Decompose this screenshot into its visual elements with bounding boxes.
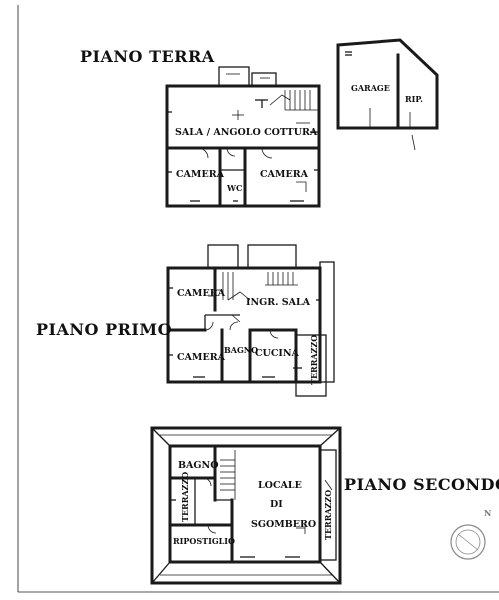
label-piano-terra: PIANO TERRA [80, 47, 215, 66]
room-camera-first-1: CAMERA [177, 288, 226, 299]
second-floor-outline [150, 426, 342, 585]
compass-icon [450, 524, 486, 560]
room-rip: RIP. [405, 94, 423, 104]
room-terrazzo-second-right: TERRAZZO [323, 490, 333, 540]
room-ripostiglio: RIPOSTIGLIO [173, 536, 235, 546]
second-floor-terrace [319, 449, 337, 561]
ground-stair [269, 90, 318, 111]
compass-north-label: N [484, 508, 491, 518]
first-floor-plan [166, 244, 335, 397]
page-border [17, 5, 499, 593]
ground-floor-outline [165, 84, 321, 208]
room-garage: GARAGE [351, 83, 390, 93]
room-bagno-second: BAGNO [178, 460, 218, 471]
room-di: DI [270, 499, 283, 510]
label-piano-secondo: PIANO SECONDO [344, 475, 499, 494]
room-cucina: CUCINA [255, 348, 300, 359]
ground-floor-plan [165, 66, 321, 208]
label-piano-primo: PIANO PRIMO [36, 320, 172, 339]
room-sala-cottura: SALA / ANGOLO COTTURA [175, 127, 318, 138]
room-locale: LOCALE [258, 480, 302, 491]
room-camera-first-2: CAMERA [177, 352, 226, 363]
room-bagno-first: BAGNO [224, 345, 258, 355]
room-terrazzo-second-left: TERRAZZO [180, 472, 190, 522]
room-terrazzo-first: TERRAZZO [309, 335, 319, 385]
room-sgombero: SGOMBERO [251, 519, 316, 530]
room-camera-ground-2: CAMERA [260, 169, 309, 180]
room-ingr-sala: INGR. SALA [246, 297, 311, 308]
first-floor-terrace [295, 334, 327, 397]
second-floor-plan [150, 426, 342, 585]
second-stair [220, 450, 236, 500]
room-camera-ground-1: CAMERA [176, 169, 225, 180]
garage-plan [336, 38, 439, 151]
room-wc: WC [226, 183, 242, 193]
first-stair [222, 272, 298, 301]
